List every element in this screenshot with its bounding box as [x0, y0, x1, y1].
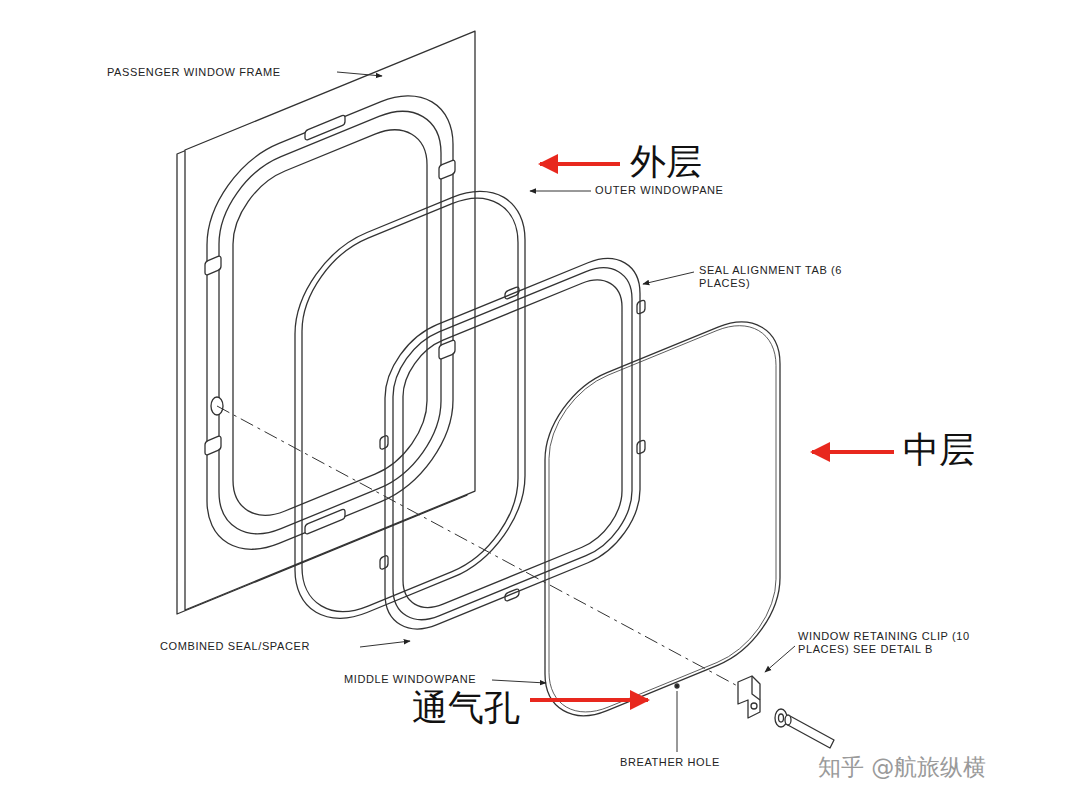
annotation: 中层: [903, 430, 975, 470]
label-slot: 通气孔: [412, 688, 520, 728]
illustration-part: [295, 168, 525, 642]
breather-hole: [675, 684, 679, 688]
illustration-part: [207, 72, 453, 573]
annotation: 外层: [630, 142, 702, 182]
leader-line: [492, 680, 546, 683]
illustration-part: [403, 267, 622, 621]
middle-windowpane: [545, 302, 780, 736]
annotation: 通气孔: [412, 688, 520, 728]
illustration-part: [233, 113, 427, 533]
illustration-part: [205, 255, 221, 276]
part-label: PASSENGER WINDOW FRAME: [107, 66, 281, 79]
leader-line: [530, 191, 591, 192]
label-slot: COMBINED SEAL/SPACER: [160, 640, 310, 653]
combined-seal-spacer: [380, 234, 645, 653]
label-slot: 外层: [630, 142, 702, 182]
illustration-part: [439, 339, 455, 360]
label-slot: OUTER WINDOWPANE: [595, 184, 724, 197]
illustration-part: [380, 435, 388, 450]
part-label: BREATHER HOLE: [620, 756, 720, 769]
part-label: COMBINED SEAL/SPACER: [160, 640, 310, 653]
label-slot: SEAL ALIGNMENT TAB (6 PLACES): [699, 264, 857, 290]
part-label: SEAL ALIGNMENT TAB (6 PLACES): [699, 264, 857, 290]
illustration-part: [637, 439, 645, 454]
red-arrow: [812, 450, 894, 454]
illustration-part: [779, 714, 784, 722]
part-label: MIDDLE WINDOWPANE: [344, 673, 476, 686]
part-label: WINDOW RETAINING CLIP (10 PLACES) SEE DE…: [798, 630, 1003, 656]
illustration-part: [393, 253, 632, 635]
label-slot: WINDOW RETAINING CLIP (10 PLACES) SEE DE…: [798, 630, 1003, 656]
leader-line: [677, 691, 678, 752]
illustration-part: [305, 508, 345, 534]
outer-windowpane: [295, 168, 525, 642]
leader-line: [765, 646, 795, 672]
illustration-part: [545, 302, 780, 736]
illustration-part: [637, 299, 645, 314]
illustration-part: [205, 435, 221, 456]
illustration-part: [786, 716, 834, 748]
window-frame: [185, 31, 475, 610]
illustration-part: [219, 91, 441, 554]
part-label: OUTER WINDOWPANE: [595, 184, 724, 197]
illustration-part: [549, 306, 776, 731]
label-slot: PASSENGER WINDOW FRAME: [107, 66, 281, 79]
leader-line: [360, 641, 410, 647]
retaining-clip: [738, 676, 834, 748]
watermark: 知乎 @航旅纵横: [818, 752, 986, 783]
illustration-part: [380, 555, 388, 570]
illustration-part: [385, 241, 640, 646]
illustration-part: [439, 159, 455, 180]
illustration-part: [505, 588, 519, 602]
illustration-part: [505, 286, 519, 300]
illustration-part: [751, 703, 757, 709]
illustration-part: [530, 164, 894, 700]
label-slot: 知乎 @航旅纵横: [818, 752, 986, 783]
red-arrow: [540, 162, 620, 166]
illustration-part: [305, 114, 345, 140]
illustration-part: [302, 177, 518, 634]
leader-line: [643, 272, 694, 284]
leader-line: [337, 72, 382, 76]
illustration-part: [738, 676, 760, 718]
illustration-part: [752, 676, 760, 700]
label-slot: 中层: [903, 430, 975, 470]
illustration-part: [785, 715, 791, 725]
illustration-part: [185, 31, 475, 610]
label-slot: BREATHER HOLE: [620, 756, 720, 769]
label-slot: MIDDLE WINDOWPANE: [344, 673, 476, 686]
red-arrow: [530, 698, 648, 702]
